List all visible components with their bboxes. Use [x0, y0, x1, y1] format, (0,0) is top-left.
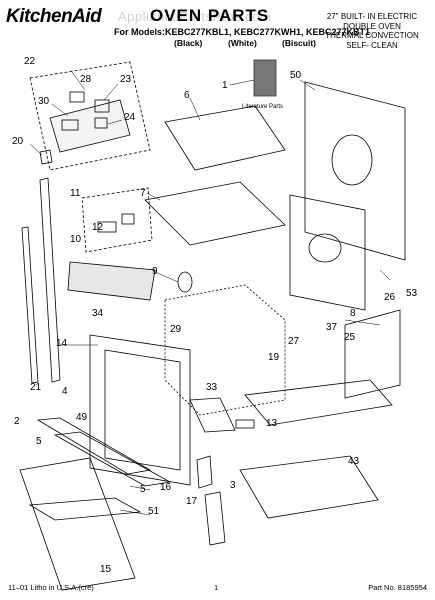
- watermark: AppliancePartsPros.com: [118, 9, 272, 24]
- callout-12: 12: [92, 222, 104, 233]
- callout-33: 33: [206, 382, 218, 393]
- callout-10: 10: [70, 234, 82, 245]
- control-bracket: [49, 99, 131, 153]
- model-color-white: (White): [228, 38, 257, 48]
- callout-11: 11: [70, 188, 81, 199]
- description-line: DOUBLE OVEN: [343, 21, 401, 31]
- callout-5: 5: [36, 436, 42, 447]
- appliance-description: 27" BUILT- IN ELECTRIC DOUBLE OVEN THERM…: [317, 12, 427, 50]
- hinge-part: [196, 455, 213, 489]
- callout-19: 19: [268, 352, 280, 363]
- callout-21: 21: [30, 382, 42, 393]
- convection-panel: [289, 194, 366, 311]
- footer-litho: 11–01 Litho in U.S.A.(cre): [8, 583, 94, 592]
- callout-16: 16: [160, 482, 172, 493]
- latch-part: [97, 221, 117, 233]
- oven-top: [144, 181, 286, 246]
- callout-14: 14: [56, 338, 68, 349]
- callout-15: 15: [100, 564, 112, 575]
- rear-panel: [304, 81, 406, 261]
- callout-6: 6: [184, 90, 190, 101]
- top-panel: [164, 105, 286, 171]
- callout-7: 7: [140, 188, 146, 199]
- brand-logo: KitchenAid: [6, 6, 102, 27]
- models-line: For Models:KEBC277KBL1, KEBC277KWH1, KEB…: [114, 27, 371, 37]
- callout-24: 24: [124, 112, 136, 123]
- callout-5b: 5: [140, 484, 146, 495]
- vent-panel: [67, 261, 156, 301]
- callout-9: 9: [152, 266, 158, 277]
- trim-strip: [36, 417, 152, 475]
- callout-25: 25: [344, 332, 356, 343]
- callout-3: 3: [230, 480, 236, 491]
- control-group-box: [29, 61, 151, 171]
- clip-part: [39, 149, 53, 165]
- switch-part: [94, 99, 110, 113]
- model-color-biscuit: (Biscuit): [282, 38, 316, 48]
- latch-part: [121, 213, 135, 225]
- side-trim: [39, 177, 61, 383]
- hinge-part: [204, 491, 226, 546]
- footer-part-number: Part No. 8185954: [368, 583, 427, 592]
- page-title: OVEN PARTS: [150, 6, 270, 25]
- callout-28: 28: [80, 74, 92, 85]
- callout-13: 13: [266, 418, 278, 429]
- callout-8: 8: [350, 308, 356, 319]
- literature-label: Literature Parts: [242, 104, 283, 110]
- switch-part: [61, 119, 79, 131]
- callout-26: 26: [384, 292, 396, 303]
- callout-20: 20: [12, 136, 24, 147]
- model-color-black: (Black): [174, 38, 203, 48]
- callout-34: 34: [92, 308, 104, 319]
- callout-23: 23: [120, 74, 132, 85]
- trim-strip: [53, 431, 172, 487]
- callout-49: 49: [76, 412, 88, 423]
- callout-17: 17: [186, 496, 198, 507]
- callout-37: 37: [326, 322, 338, 333]
- small-bracket: [235, 419, 255, 429]
- door-gasket: [28, 497, 142, 521]
- footer-page-number: 1: [214, 583, 219, 592]
- callout-51: 51: [148, 506, 160, 517]
- callout-1: 1: [222, 80, 228, 91]
- callout-27: 27: [288, 336, 300, 347]
- side-trim: [21, 226, 39, 384]
- front-frame-inner: [104, 349, 181, 471]
- bottom-tray: [239, 455, 379, 519]
- description-line: SELF- CLEAN: [346, 40, 398, 50]
- callout-22: 22: [24, 56, 36, 67]
- bottom-panel: [244, 379, 393, 426]
- description-line: THERMAL CONVECTION: [325, 31, 419, 40]
- callout-50: 50: [290, 70, 302, 81]
- callout-4: 4: [62, 386, 68, 397]
- bracket-part: [189, 397, 236, 433]
- front-frame: [89, 334, 191, 486]
- rear-frame: [344, 309, 401, 399]
- oven-gasket: [19, 457, 136, 591]
- description-line: 27" BUILT- IN ELECTRIC: [326, 12, 418, 21]
- callout-2: 2: [14, 416, 20, 427]
- switch-part: [94, 117, 108, 129]
- convection-fan: [308, 233, 342, 263]
- callout-30: 30: [38, 96, 50, 107]
- rear-panel-fan: [331, 134, 373, 186]
- callout-43: 43: [348, 456, 360, 467]
- switch-part: [69, 91, 85, 103]
- oven-cavity: [164, 284, 286, 416]
- callout-29: 29: [170, 324, 182, 335]
- callout-53: 53: [406, 288, 418, 299]
- literature-parts: [253, 59, 277, 97]
